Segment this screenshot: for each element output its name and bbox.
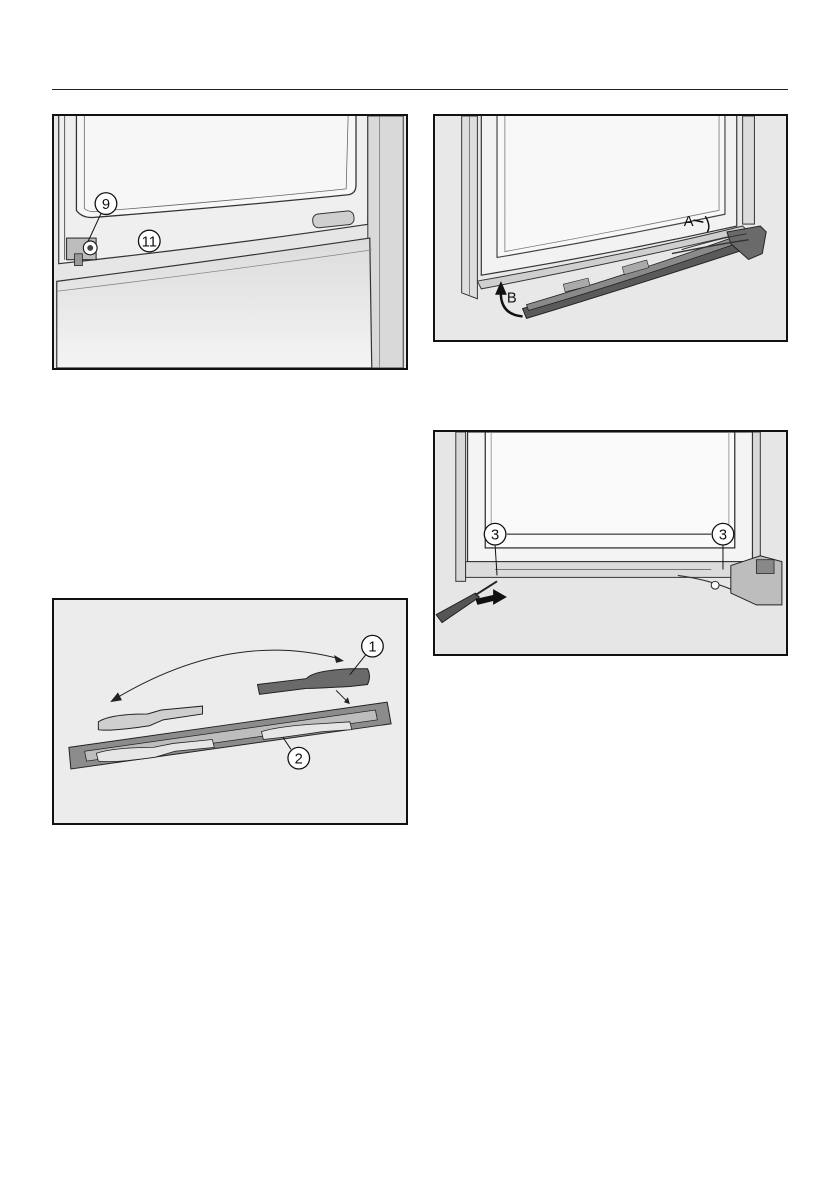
figure-screwdriver-release: 3 3	[433, 430, 788, 656]
figure-base-trim-removal: B A	[433, 114, 788, 342]
trim-parts-illustration: 1 2	[54, 600, 406, 823]
figure-door-hinge: 9 11	[52, 114, 408, 370]
callout-1: 1	[368, 640, 376, 656]
figure-trim-parts: 1 2	[52, 598, 408, 825]
door-hinge-illustration: 9 11	[54, 116, 406, 368]
callout-2: 2	[295, 752, 303, 768]
header-rule	[52, 89, 788, 90]
callout-3-left: 3	[491, 528, 499, 544]
base-trim-illustration: B A	[435, 116, 786, 340]
callout-11: 11	[142, 234, 157, 250]
label-b: B	[507, 291, 517, 307]
label-a: A	[684, 214, 694, 230]
callout-3-right: 3	[719, 528, 727, 544]
screwdriver-illustration: 3 3	[435, 432, 786, 654]
callout-9: 9	[102, 197, 110, 213]
